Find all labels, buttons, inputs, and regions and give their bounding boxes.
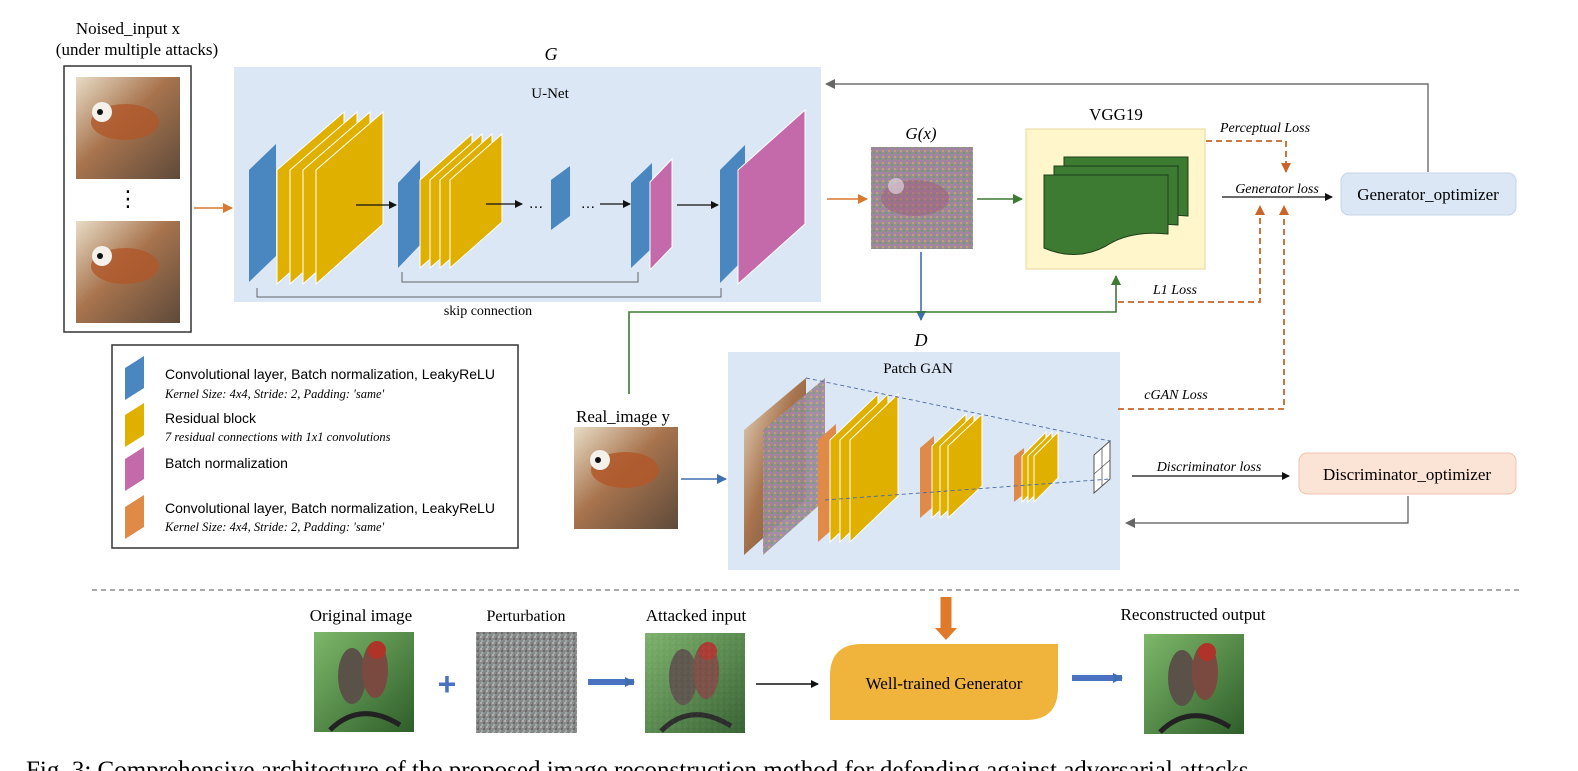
legend-title-1: Convolutional layer, Batch normalization… [165,366,495,382]
real-image-to-vgg-line [628,275,1121,394]
unet-encoder-block-1 [249,110,384,286]
real-image [574,427,678,529]
perceptual-loss-label: Perceptual Loss [1219,121,1311,136]
figure-caption: Fig. 3: Comprehensive architecture of th… [26,757,1249,771]
unet-decoder-block-2 [720,108,806,286]
legend-sub-2: 7 residual connections with 1x1 convolut… [165,430,391,444]
perturbation-label: Perturbation [486,608,565,625]
legend-item-conv-blue: Convolutional layer, Batch normalization… [125,356,495,401]
well-trained-generator-box [830,644,1058,720]
input-subtitle: (under multiple attacks) [56,40,218,59]
discriminator-label: D [914,330,928,350]
legend-box [111,344,519,549]
original-image-label: Original image [310,606,412,625]
reconstructed-output-image [1144,634,1244,734]
skip-connection-outer [256,288,722,298]
legend-item-batchnorm: Batch normalization [125,447,288,491]
gx-label: G(x) [905,124,936,143]
unet-ellipsis-left: … [529,195,544,212]
legend-swatch-blue [125,356,144,400]
legend-swatch-orange [125,495,144,539]
real-image-label: Real_image y [576,407,670,426]
patchgan-block-1 [818,392,899,544]
unet-title: U-Net [531,86,569,102]
discriminator-loss-label: Discriminator loss [1156,460,1262,475]
legend-swatch-yellow [125,403,144,447]
generator-optimizer-box [1340,172,1517,216]
discriminator-feedback-line [1125,496,1409,528]
noised-input-image-top [76,77,180,179]
legend-sub-4: Kernel Size: 4x4, Stride: 2, Padding: 's… [164,520,385,534]
vgg-layers-icon [1043,156,1189,256]
gx-image [871,147,973,249]
discriminator-optimizer-box [1298,452,1517,495]
patchgan-projection-lines [805,377,1111,501]
well-trained-generator-label: Well-trained Generator [866,674,1023,693]
legend-swatch-pink [125,447,144,491]
l1-loss-label: L1 Loss [1152,283,1198,298]
skip-connection-inner [401,272,639,283]
plus-sign: + [438,666,457,702]
reconstructed-output-label: Reconstructed output [1121,605,1266,624]
input-title: Noised_input x [76,19,181,38]
legend-title-3: Batch normalization [165,455,288,471]
generator-loss-label: Generator loss [1235,182,1319,197]
legend-item-residual: Residual block 7 residual connections wi… [125,403,391,447]
unet-bottleneck [551,166,570,230]
legend-item-conv-orange: Convolutional layer, Batch normalization… [125,495,495,539]
patchgan-input-stack [744,378,825,555]
original-image [314,632,414,732]
l1-loss-line [1118,205,1265,303]
generator-label: G [545,44,558,64]
legend-title-4: Convolutional layer, Batch normalization… [165,500,495,516]
unet-ellipsis-right: … [581,195,596,212]
input-dots: ⋮ [117,186,139,211]
cgan-loss-line [1118,205,1289,410]
trained-weights-arrow-head [935,628,957,640]
perceptual-loss-line [1206,140,1291,173]
patchgan-block-2 [920,412,983,520]
noised-input-image-bottom [76,221,180,323]
vgg-title: VGG19 [1089,105,1143,124]
discriminator-optimizer-label: Discriminator_optimizer [1323,465,1491,484]
cgan-loss-label: cGAN Loss [1144,388,1208,403]
legend-sub-1: Kernel Size: 4x4, Stride: 2, Padding: 's… [164,387,385,401]
patchgan-title: Patch GAN [883,361,953,377]
perturbation-image [476,632,577,733]
attacked-input-label: Attacked input [646,606,747,625]
generator-optimizer-label: Generator_optimizer [1357,185,1499,204]
unet-decoder-block-1 [631,157,673,272]
legend-title-2: Residual block [165,410,257,426]
patchgan-block-3 [1014,430,1059,504]
unet-encoder-block-2 [398,132,503,270]
generator-feedback-line [825,79,1429,172]
skip-connection-label: skip connection [444,304,532,319]
attacked-input-image [645,633,745,733]
